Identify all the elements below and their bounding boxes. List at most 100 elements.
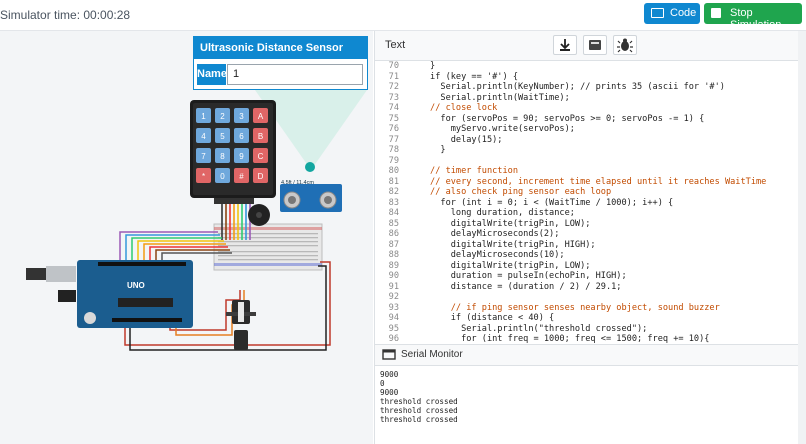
code-line: 85 digitalWrite(trigPin, LOW); <box>375 219 806 230</box>
code-editor-icon <box>651 8 664 18</box>
library-button[interactable] <box>583 35 607 55</box>
keypad-key-label: C <box>258 152 264 161</box>
arduino-uno[interactable]: UNO <box>26 260 193 328</box>
keypad-key[interactable] <box>196 108 211 123</box>
stop-simulation-button[interactable]: Stop Simulation <box>704 3 802 31</box>
line-number: 90 <box>388 271 399 281</box>
code-line: 70 } <box>375 61 806 72</box>
line-number: 89 <box>388 260 399 271</box>
line-number: 80 <box>388 166 399 176</box>
code-line: 74 // close lock <box>375 103 806 114</box>
keypad-key-label: 2 <box>220 112 225 121</box>
code-text: Serial.println(WaitTime); <box>399 92 570 103</box>
code-text: long duration, distance; <box>399 208 575 218</box>
code-button[interactable]: Code <box>644 3 700 24</box>
code-text: digitalWrite(trigPin, HIGH); <box>399 239 596 250</box>
keypad-key-label: 6 <box>239 132 244 141</box>
line-number: 91 <box>388 281 399 292</box>
simulator-time: Simulator time: 00:00:28 <box>0 8 131 22</box>
line-number: 72 <box>388 82 399 92</box>
keypad-key[interactable] <box>234 168 249 183</box>
code-text: // if ping sensor senses nearby object, … <box>399 302 720 313</box>
keypad-key-label: 5 <box>220 132 225 141</box>
keypad-key-label: * <box>202 172 205 181</box>
arduino-wires <box>119 231 331 351</box>
code-line: 78 } <box>375 145 806 156</box>
code-text: // close lock <box>399 103 498 113</box>
keypad-key[interactable] <box>234 148 249 163</box>
keypad-key[interactable] <box>253 148 268 163</box>
keypad-key[interactable] <box>234 128 249 143</box>
line-number: 71 <box>388 71 399 82</box>
keypad-key[interactable] <box>215 168 230 183</box>
line-number: 94 <box>388 313 399 323</box>
code-text: delayMicroseconds(10); <box>399 250 565 260</box>
serial-output-line: threshold crossed <box>380 415 458 424</box>
arduino-logo: UNO <box>127 281 145 290</box>
monitor-icon <box>382 349 396 360</box>
keypad-key[interactable] <box>215 108 230 123</box>
debugger-button[interactable] <box>613 35 637 55</box>
code-line: 81 // every second, increment time elaps… <box>375 177 806 188</box>
line-number: 93 <box>388 302 399 313</box>
code-text: for (int freq = 1000; freq <= 1500; freq… <box>399 334 710 344</box>
keypad-key[interactable] <box>196 128 211 143</box>
keypad-key[interactable] <box>234 108 249 123</box>
line-number: 92 <box>388 292 399 302</box>
code-line: 89 digitalWrite(trigPin, LOW); <box>375 261 806 272</box>
serial-output-line: 9000 <box>380 388 399 397</box>
code-text <box>399 156 409 166</box>
code-editor[interactable]: 70 }71 if (key == '#') {72 Serial.printl… <box>374 61 806 344</box>
keypad-key-label: A <box>258 112 264 121</box>
download-button[interactable] <box>553 35 577 55</box>
serial-monitor-title: Serial Monitor <box>401 349 463 360</box>
micro-servo[interactable] <box>226 300 256 350</box>
editor-mode-select[interactable]: Text <box>385 39 406 51</box>
serial-output-line: threshold crossed <box>380 406 458 415</box>
serial-output-line: threshold crossed <box>380 397 458 406</box>
keypad-key-label: # <box>239 172 244 181</box>
code-text: // also check ping sensor each loop <box>399 187 612 197</box>
line-number: 82 <box>388 187 399 197</box>
panel-title: Ultrasonic Distance Sensor <box>194 37 367 59</box>
keypad-key-label: 1 <box>201 112 206 121</box>
keypad-key[interactable] <box>253 168 268 183</box>
code-line: 82 // also check ping sensor each loop <box>375 187 806 198</box>
line-number: 84 <box>388 208 399 218</box>
line-number: 88 <box>388 250 399 260</box>
keypad-key-label: 9 <box>239 152 244 161</box>
keypad-key[interactable] <box>196 168 211 183</box>
code-line: 86 delayMicroseconds(2); <box>375 229 806 240</box>
code-text: duration = pulseIn(echoPin, HIGH); <box>399 271 627 281</box>
code-line: 72 Serial.println(KeyNumber); // prints … <box>375 82 806 93</box>
line-number: 95 <box>388 323 399 334</box>
serial-monitor-header[interactable]: Serial Monitor <box>374 344 806 366</box>
keypad-key[interactable] <box>196 148 211 163</box>
keypad-key[interactable] <box>253 128 268 143</box>
code-editor-header: Text <box>374 31 806 61</box>
vertical-scrollbar[interactable] <box>798 31 806 444</box>
ultrasonic-sensor[interactable] <box>280 184 342 212</box>
keypad-key[interactable] <box>253 108 268 123</box>
code-text: } <box>399 145 446 155</box>
line-number: 87 <box>388 239 399 250</box>
debug-bug-icon <box>617 38 633 53</box>
sensor-target[interactable] <box>305 162 315 172</box>
code-line: 94 if (distance < 40) { <box>375 313 806 324</box>
code-line: 75 for (servoPos = 90; servoPos >= 0; se… <box>375 114 806 125</box>
code-text: Serial.println(KeyNumber); // prints 35 … <box>399 82 725 92</box>
breadboard[interactable] <box>213 223 323 271</box>
name-input[interactable]: 1 <box>227 64 363 85</box>
code-text: Serial.println("threshold crossed"); <box>399 323 648 334</box>
keypad-key[interactable] <box>215 128 230 143</box>
code-text <box>399 292 409 302</box>
code-text: digitalWrite(trigPin, LOW); <box>399 260 591 271</box>
code-text: myServo.write(servoPos); <box>399 124 575 134</box>
line-number: 83 <box>388 197 399 208</box>
line-number: 79 <box>388 155 399 166</box>
keypad-key[interactable] <box>215 148 230 163</box>
